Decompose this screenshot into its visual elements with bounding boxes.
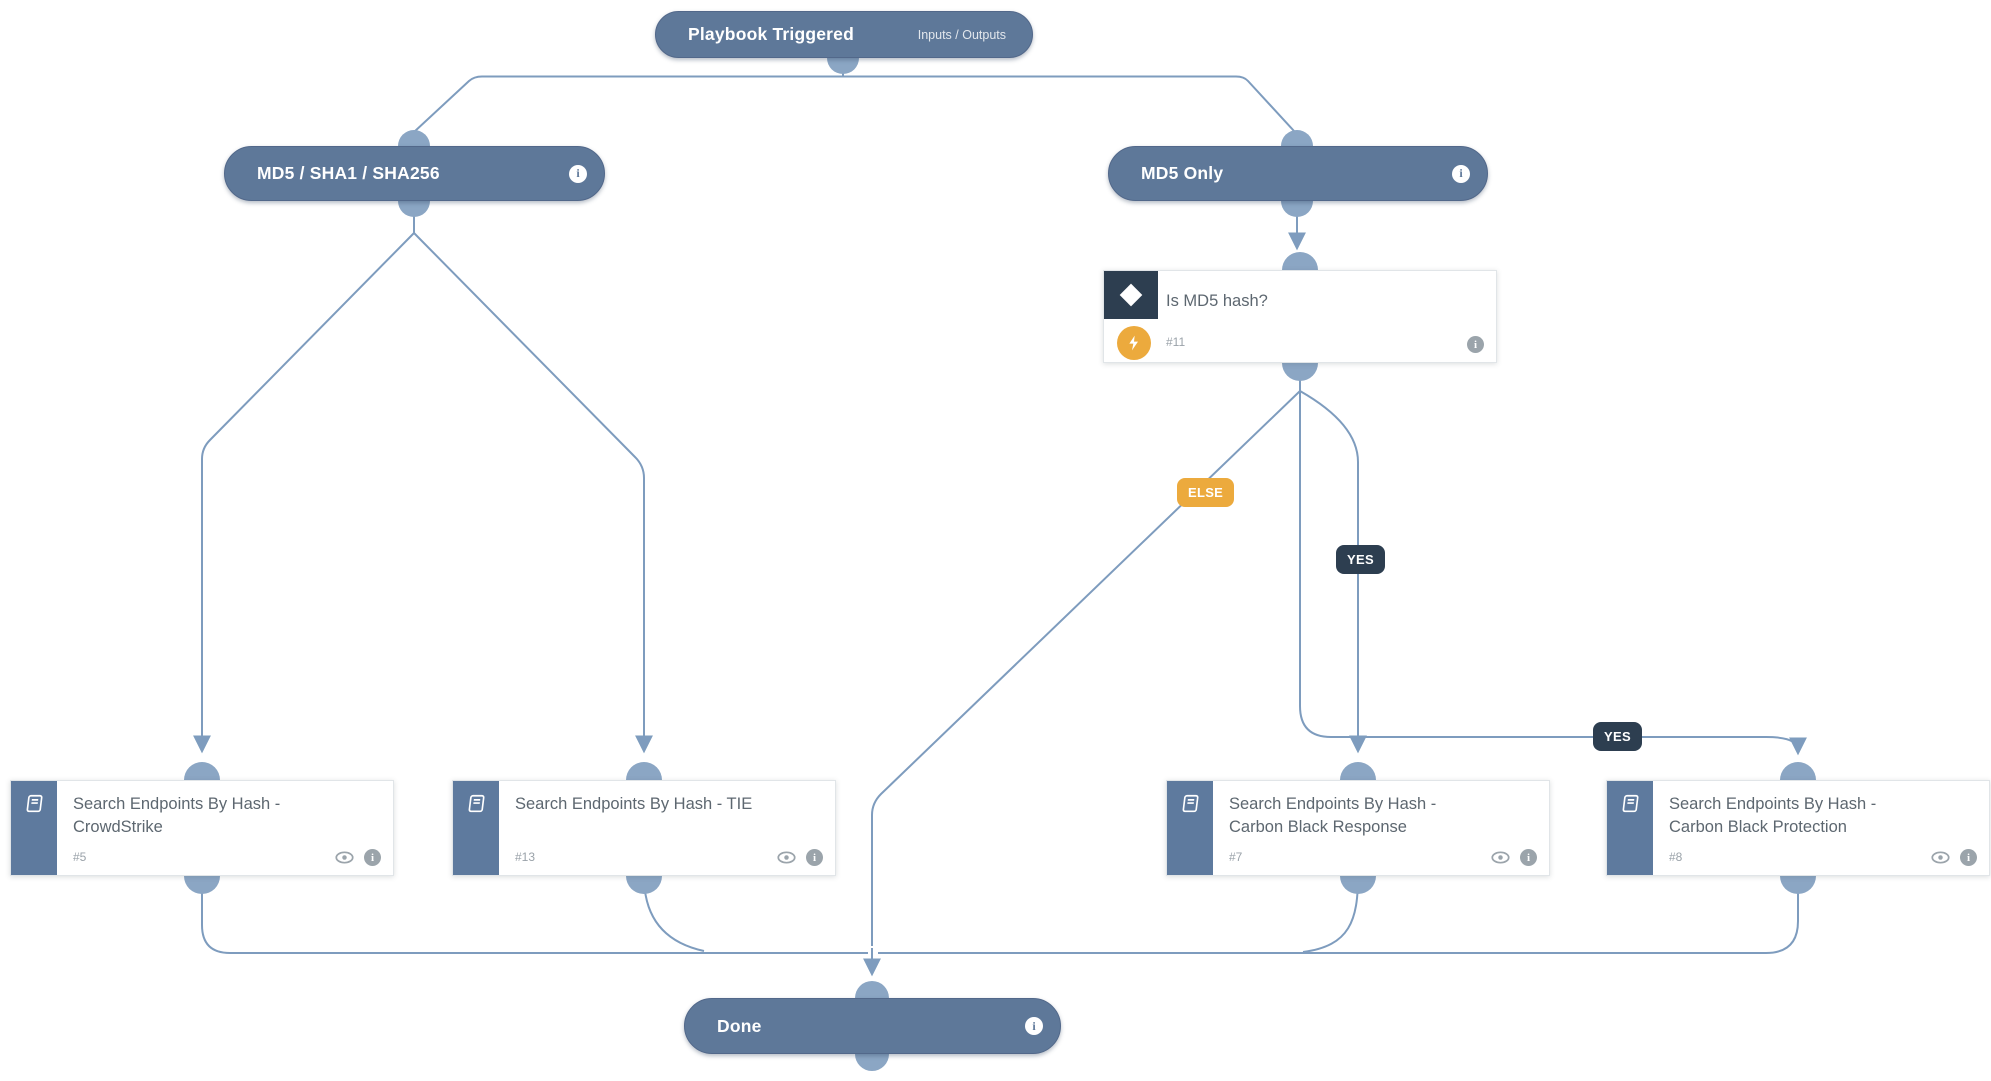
condition-icon-box bbox=[1104, 271, 1158, 319]
node-title: MD5 Only bbox=[1141, 163, 1224, 183]
task-id: #5 bbox=[73, 850, 87, 864]
connector-dome[interactable] bbox=[827, 58, 859, 74]
edge-label-yes-response: YES bbox=[1336, 545, 1385, 574]
connector-dome[interactable] bbox=[855, 1054, 889, 1071]
playbook-book-icon bbox=[1182, 794, 1199, 813]
task-id: #8 bbox=[1669, 850, 1683, 864]
playbook-book-icon bbox=[26, 794, 43, 813]
info-icon[interactable]: i bbox=[364, 849, 381, 866]
info-icon[interactable]: i bbox=[1960, 849, 1977, 866]
connector-dome[interactable] bbox=[184, 876, 220, 894]
preview-eye-icon[interactable] bbox=[335, 851, 354, 864]
connector-dome[interactable] bbox=[1780, 762, 1816, 780]
preview-eye-icon[interactable] bbox=[1931, 851, 1950, 864]
automation-bolt-icon bbox=[1117, 326, 1151, 360]
task-id: #13 bbox=[515, 850, 536, 864]
task-sidebar bbox=[453, 781, 499, 875]
node-title: MD5 / SHA1 / SHA256 bbox=[257, 163, 440, 183]
info-icon[interactable]: i bbox=[1467, 336, 1484, 353]
node-task-crowdstrike[interactable]: Search Endpoints By Hash - CrowdStrike #… bbox=[10, 780, 394, 876]
connector-dome[interactable] bbox=[398, 201, 430, 217]
connector-dome[interactable] bbox=[1281, 130, 1313, 146]
info-icon[interactable]: i bbox=[806, 849, 823, 866]
node-title: Search Endpoints By Hash - CrowdStrike bbox=[73, 795, 281, 837]
info-icon[interactable]: i bbox=[569, 164, 587, 183]
connector-dome[interactable] bbox=[184, 762, 220, 780]
node-title: Playbook Triggered bbox=[688, 24, 855, 44]
node-title: Is MD5 hash? bbox=[1166, 292, 1268, 310]
connector-dome[interactable] bbox=[1780, 876, 1816, 894]
task-sidebar bbox=[1167, 781, 1213, 875]
connector-dome[interactable] bbox=[1282, 252, 1318, 270]
connector-dome[interactable] bbox=[1282, 363, 1318, 381]
node-section-md5-sha1-sha256[interactable]: MD5 / SHA1 / SHA256 i bbox=[224, 146, 605, 201]
node-title: Search Endpoints By Hash - Carbon Black … bbox=[1229, 795, 1437, 837]
inputs-outputs-link[interactable]: Inputs / Outputs bbox=[917, 27, 1006, 42]
node-title: Done bbox=[717, 1015, 762, 1036]
node-done[interactable]: Done i bbox=[684, 998, 1061, 1054]
info-icon[interactable]: i bbox=[1025, 1017, 1043, 1035]
node-task-tie[interactable]: Search Endpoints By Hash - TIE #13 i bbox=[452, 780, 836, 876]
info-icon[interactable]: i bbox=[1452, 164, 1470, 183]
edge-label-yes-protection: YES bbox=[1593, 722, 1642, 751]
connector-dome[interactable] bbox=[1340, 762, 1376, 780]
connector-dome[interactable] bbox=[398, 130, 430, 146]
info-icon[interactable]: i bbox=[1520, 849, 1537, 866]
node-section-md5-only[interactable]: MD5 Only i bbox=[1108, 146, 1488, 201]
node-title: Search Endpoints By Hash - Carbon Black … bbox=[1669, 795, 1877, 837]
node-playbook-triggered[interactable]: Playbook Triggered Inputs / Outputs bbox=[655, 11, 1033, 58]
node-title: Search Endpoints By Hash - TIE bbox=[515, 795, 753, 813]
task-id: #7 bbox=[1229, 850, 1243, 864]
playbook-book-icon bbox=[1622, 794, 1639, 813]
playbook-book-icon bbox=[468, 794, 485, 813]
connector-dome[interactable] bbox=[1281, 201, 1313, 217]
diamond-icon bbox=[1119, 283, 1143, 307]
edge-label-else: ELSE bbox=[1177, 478, 1235, 507]
task-sidebar bbox=[1607, 781, 1653, 875]
task-sidebar bbox=[11, 781, 57, 875]
node-task-carbon-black-protection[interactable]: Search Endpoints By Hash - Carbon Black … bbox=[1606, 780, 1990, 876]
preview-eye-icon[interactable] bbox=[1491, 851, 1510, 864]
connector-dome[interactable] bbox=[1340, 876, 1376, 894]
preview-eye-icon[interactable] bbox=[777, 851, 796, 864]
connector-dome[interactable] bbox=[626, 876, 662, 894]
task-id: #11 bbox=[1166, 335, 1186, 349]
connector-dome[interactable] bbox=[626, 762, 662, 780]
connector-dome[interactable] bbox=[855, 981, 889, 998]
node-condition-is-md5-hash[interactable]: Is MD5 hash? #11 i bbox=[1103, 270, 1497, 363]
node-task-carbon-black-response[interactable]: Search Endpoints By Hash - Carbon Black … bbox=[1166, 780, 1550, 876]
